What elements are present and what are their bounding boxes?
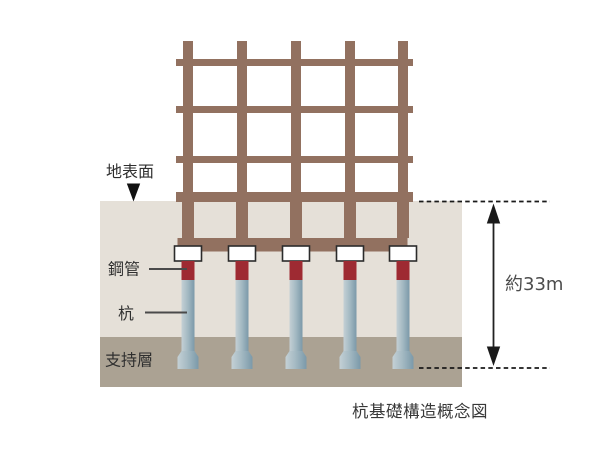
foundation-pier [182, 202, 194, 238]
building-column [183, 41, 193, 192]
pile-caps [173, 245, 418, 262]
steel-pipe-segment [181, 261, 195, 280]
steel-pipe-segment [289, 261, 303, 280]
foundation-pier [344, 202, 356, 238]
building-column [291, 41, 301, 192]
arrow-up-icon [486, 203, 501, 224]
pile-shaft [289, 280, 303, 351]
floor-beam [176, 156, 413, 163]
depth-dimension [486, 203, 501, 366]
pile-shaft [343, 280, 357, 351]
pile-cap [173, 245, 203, 262]
pile-shafts [177, 280, 414, 369]
foundation-pier [236, 202, 248, 238]
floor-beam [176, 59, 413, 66]
building-column [345, 41, 355, 192]
steel-pipe-segment [235, 261, 249, 280]
pile-shaft [396, 280, 410, 351]
diagram-caption: 杭基礎構造概念図 [352, 401, 488, 421]
pile-cap [388, 245, 418, 262]
steel-pipes [181, 261, 410, 280]
ground-surface-label: 地表面 [106, 162, 154, 181]
bearing-stratum-label: 支持層 [105, 351, 153, 370]
building-column [237, 41, 247, 192]
steel-pipe-segment [343, 261, 357, 280]
pile-cap [227, 245, 257, 262]
pile-shaft [235, 280, 249, 351]
pile-foot [285, 351, 307, 369]
steel-pipe-label: 鋼管 [108, 260, 140, 279]
pile-cap [335, 245, 365, 262]
foundation-pier [290, 202, 302, 238]
foundation-pier [397, 202, 409, 238]
pile-label: 杭 [118, 304, 134, 323]
building-frame [176, 41, 413, 252]
arrow-down-icon [486, 346, 501, 366]
floor-beam [176, 106, 413, 113]
pile-foot [339, 351, 361, 369]
pile-foot [392, 351, 414, 369]
steel-pipe-segment [396, 261, 410, 280]
foundation-top-beam [176, 192, 413, 202]
pile-cap [281, 245, 311, 262]
pile-foot [231, 351, 253, 369]
ground-surface-marker-icon [126, 183, 141, 202]
building-column [398, 41, 408, 192]
pile-shaft [181, 280, 195, 351]
pile-foot [177, 351, 199, 369]
depth-label: 約33m [505, 274, 563, 295]
